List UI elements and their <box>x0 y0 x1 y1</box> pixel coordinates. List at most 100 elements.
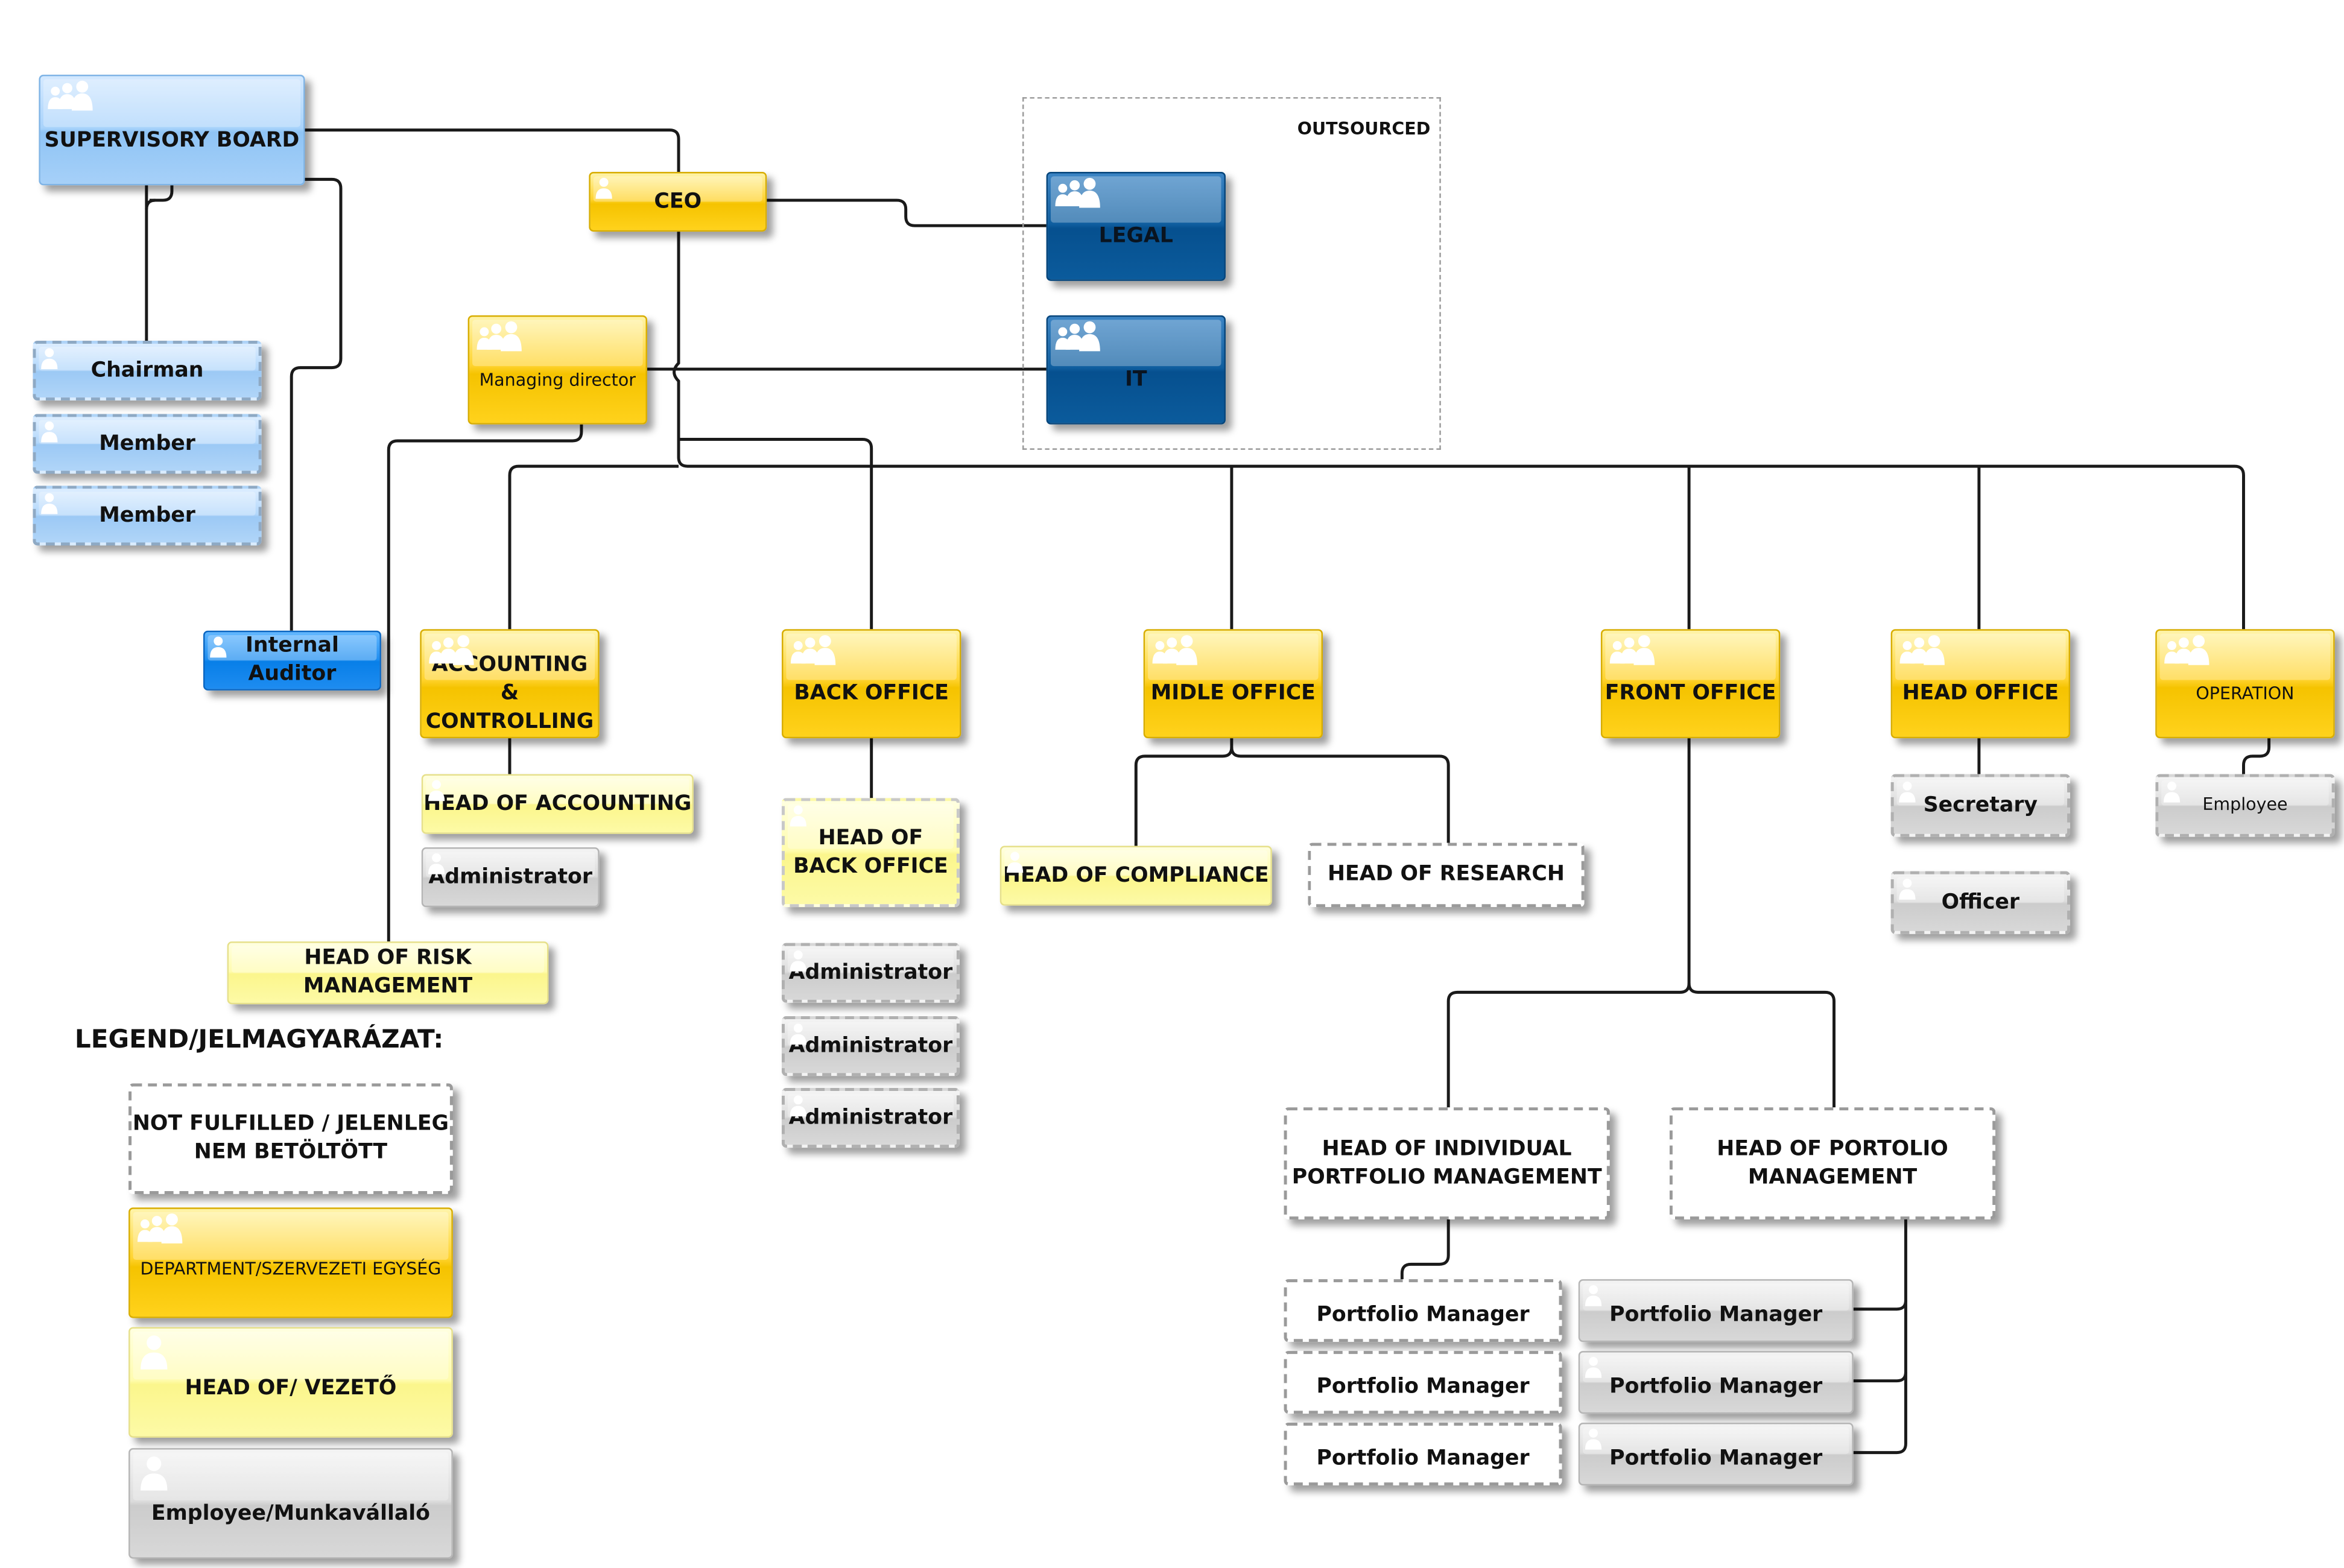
portfolio-manager-box[interactable]: Portfolio Manager <box>1284 1423 1562 1486</box>
legend-not-fulfilled-label: NOT FULFILLED / JELENLEG NEM BETÖLTÖTT <box>132 1111 449 1165</box>
group-icon <box>2164 635 2209 665</box>
group-icon <box>1899 635 1945 665</box>
person-icon <box>790 805 806 827</box>
group-icon <box>429 635 474 665</box>
head-of-accounting-label: HEAD OF ACCOUNTING <box>423 791 692 815</box>
group-icon <box>1609 635 1655 665</box>
portfolio-manager-label: Portfolio Manager <box>1316 1302 1530 1327</box>
person-icon <box>428 853 445 874</box>
person-icon <box>41 348 58 370</box>
back-office-box[interactable]: BACK OFFICE <box>781 629 961 739</box>
portfolio-manager-box[interactable]: Portfolio Manager <box>1578 1423 1854 1486</box>
group-icon <box>137 1213 183 1244</box>
person-icon <box>1899 879 1916 900</box>
legend-head-of: HEAD OF/ VEZETŐ <box>128 1327 453 1438</box>
person-icon <box>428 780 445 801</box>
person-icon <box>141 1456 168 1491</box>
administrator-label: Administrator <box>788 960 953 984</box>
person-icon <box>41 421 58 443</box>
person-icon <box>1899 781 1916 803</box>
legend-department-label: DEPARTMENT/SZERVEZETI EGYSÉG <box>140 1259 442 1280</box>
group-icon <box>790 635 836 665</box>
head-office-box[interactable]: HEAD OFFICE <box>1890 629 2071 739</box>
person-icon <box>210 636 227 658</box>
member-label: Member <box>99 502 195 527</box>
administrator-box[interactable]: Administrator <box>781 1016 960 1076</box>
portfolio-manager-box[interactable]: Portfolio Manager <box>1578 1279 1854 1342</box>
midle-office-label: MIDLE OFFICE <box>1150 681 1316 706</box>
head-of-compliance-box[interactable]: HEAD OF COMPLIANCE <box>999 846 1272 906</box>
outsourced-label: OUTSOURCED <box>1297 118 1431 139</box>
head-of-back-office-box[interactable]: HEAD OF BACK OFFICE <box>781 798 960 908</box>
accounting-department-box[interactable]: ACCOUNTING & CONTROLLING <box>420 629 600 739</box>
head-of-compliance-label: HEAD OF COMPLIANCE <box>1003 863 1269 887</box>
back-office-label: BACK OFFICE <box>794 681 949 706</box>
head-of-research-label: HEAD OF RESEARCH <box>1328 862 1565 887</box>
person-icon <box>595 177 612 199</box>
group-icon <box>1055 177 1100 208</box>
head-of-risk-management-box[interactable]: HEAD OF RISK MANAGEMENT <box>227 941 549 1005</box>
head-of-individual-portfolio-management-box[interactable]: HEAD OF INDIVIDUAL PORTFOLIO MANAGEMENT <box>1284 1107 1610 1220</box>
midle-office-box[interactable]: MIDLE OFFICE <box>1143 629 1323 739</box>
group-icon <box>477 321 522 352</box>
administrator-box[interactable]: Administrator <box>781 943 960 1003</box>
group-icon <box>1055 321 1100 352</box>
chairman-label: Chairman <box>90 358 204 382</box>
portfolio-manager-box[interactable]: Portfolio Manager <box>1578 1351 1854 1414</box>
ceo-box[interactable]: CEO <box>589 171 767 232</box>
head-of-portolio-management-box[interactable]: HEAD OF PORTOLIO MANAGEMENT <box>1669 1107 1996 1220</box>
employee-label: Employee <box>2202 794 2288 815</box>
person-icon <box>141 1335 168 1370</box>
legal-box[interactable]: LEGAL <box>1046 171 1226 281</box>
secretary-box[interactable]: Secretary <box>1890 774 2071 837</box>
head-of-individual-portfolio-management-label: HEAD OF INDIVIDUAL PORTFOLIO MANAGEMENT <box>1291 1136 1602 1189</box>
person-icon <box>1585 1357 1602 1378</box>
chairman-box[interactable]: Chairman <box>33 340 262 401</box>
supervisory-board-label: SUPERVISORY BOARD <box>44 127 300 152</box>
it-box[interactable]: IT <box>1046 315 1226 425</box>
front-office-box[interactable]: FRONT OFFICE <box>1600 629 1781 739</box>
head-of-research-box[interactable]: HEAD OF RESEARCH <box>1308 842 1585 908</box>
member-label: Member <box>99 431 195 455</box>
officer-label: Officer <box>1941 890 2020 914</box>
managing-director-box[interactable]: Managing director <box>467 315 647 425</box>
head-of-risk-management-label: HEAD OF RISK MANAGEMENT <box>303 946 473 999</box>
legend-employee: Employee/Munkavállaló <box>128 1448 453 1559</box>
front-office-label: FRONT OFFICE <box>1604 681 1776 706</box>
managing-director-label: Managing director <box>479 368 636 390</box>
portfolio-manager-box[interactable]: Portfolio Manager <box>1284 1279 1562 1342</box>
portfolio-manager-label: Portfolio Manager <box>1316 1374 1530 1399</box>
legend-head-of-label: HEAD OF/ VEZETŐ <box>185 1376 397 1400</box>
administrator-box[interactable]: Administrator <box>781 1087 960 1148</box>
operation-label: OPERATION <box>2196 682 2295 704</box>
it-label: IT <box>1124 367 1147 392</box>
portfolio-manager-label: Portfolio Manager <box>1609 1302 1823 1327</box>
group-icon <box>1152 635 1197 665</box>
portfolio-manager-label: Portfolio Manager <box>1316 1446 1530 1470</box>
operation-box[interactable]: OPERATION <box>2155 629 2335 739</box>
administrator-label: Administrator <box>788 1033 953 1058</box>
internal-auditor-box[interactable]: Internal Auditor <box>203 630 381 691</box>
person-icon <box>790 1095 806 1117</box>
head-of-back-office-label: HEAD OF BACK OFFICE <box>793 826 948 878</box>
person-icon <box>790 1023 806 1045</box>
ceo-label: CEO <box>654 189 702 213</box>
person-icon <box>1006 852 1024 873</box>
supervisory-board-box[interactable]: SUPERVISORY BOARD <box>39 74 305 186</box>
officer-box[interactable]: Officer <box>1890 871 2071 934</box>
person-icon <box>1585 1285 1602 1306</box>
head-of-portolio-management-label: HEAD OF PORTOLIO MANAGEMENT <box>1717 1136 1948 1189</box>
member-box[interactable]: Member <box>33 485 262 546</box>
portfolio-manager-label: Portfolio Manager <box>1609 1446 1823 1470</box>
member-box[interactable]: Member <box>33 414 262 474</box>
head-of-accounting-box[interactable]: HEAD OF ACCOUNTING <box>421 774 694 834</box>
person-icon <box>41 493 58 514</box>
legend-department: DEPARTMENT/SZERVEZETI EGYSÉG <box>128 1207 453 1318</box>
administrator-box[interactable]: Administrator <box>421 847 600 908</box>
outsourced-region: OUTSOURCED <box>1022 97 1441 450</box>
employee-box[interactable]: Employee <box>2155 774 2335 837</box>
portfolio-manager-box[interactable]: Portfolio Manager <box>1284 1351 1562 1414</box>
group-icon <box>48 80 93 111</box>
